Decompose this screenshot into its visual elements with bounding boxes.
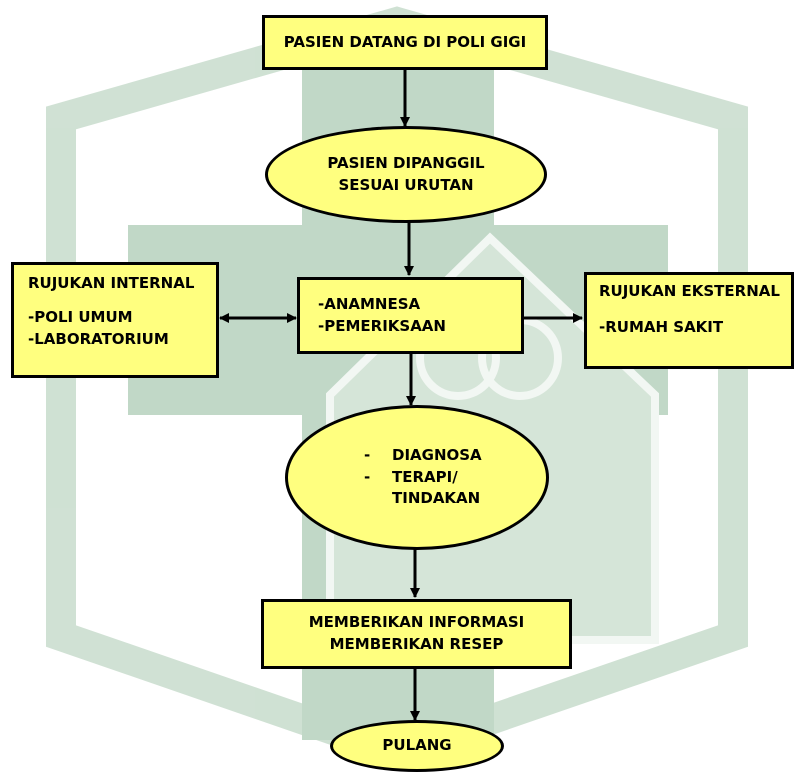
call-line2: SESUAI URUTAN [338, 175, 474, 194]
node-external-referral: RUJUKAN EKSTERNAL -RUMAH SAKIT [584, 272, 794, 369]
exam-line1: -ANAMNESA [318, 294, 421, 313]
diagnosis-item1: DIAGNOSA [392, 445, 482, 464]
external-item1: -RUMAH SAKIT [599, 317, 724, 336]
internal-spacer [28, 295, 216, 307]
node-start: PASIEN DATANG DI POLI GIGI [262, 15, 548, 70]
exam-line2: -PEMERIKSAAN [318, 316, 446, 335]
internal-title: RUJUKAN INTERNAL [28, 274, 195, 292]
diagnosis-dash-blank [364, 488, 392, 510]
external-spacer [599, 303, 791, 317]
node-exam: -ANAMNESA -PEMERIKSAAN [297, 277, 524, 354]
call-line1: PASIEN DIPANGGIL [327, 153, 485, 172]
internal-item2: -LABORATORIUM [28, 329, 169, 348]
info-line2: MEMBERIKAN RESEP [329, 635, 504, 653]
diagnosis-item-2: - TERAPI/ [364, 467, 458, 489]
node-info: MEMBERIKAN INFORMASI MEMBERIKAN RESEP [261, 599, 572, 669]
external-title: RUJUKAN EKSTERNAL [599, 282, 780, 300]
end-label: PULANG [382, 736, 452, 755]
diagnosis-item2b: TINDAKAN [392, 489, 481, 508]
start-label: PASIEN DATANG DI POLI GIGI [283, 32, 527, 51]
diagnosis-dash-1: - [364, 445, 371, 464]
diagnosis-item-2-cont: TINDAKAN [364, 488, 480, 510]
node-diagnosis: - DIAGNOSA - TERAPI/ TINDAKAN [285, 405, 549, 550]
info-line1: MEMBERIKAN INFORMASI [308, 613, 525, 632]
node-internal-referral: RUJUKAN INTERNAL -POLI UMUM -LABORATORIU… [11, 262, 219, 378]
node-call: PASIEN DIPANGGIL SESUAI URUTAN [265, 126, 547, 223]
diagnosis-item-1: - DIAGNOSA [364, 445, 482, 467]
internal-item1: -POLI UMUM [28, 307, 133, 326]
node-end: PULANG [330, 720, 504, 772]
diagnosis-dash-2: - [364, 467, 371, 486]
diagnosis-item2a: TERAPI/ [392, 467, 458, 486]
